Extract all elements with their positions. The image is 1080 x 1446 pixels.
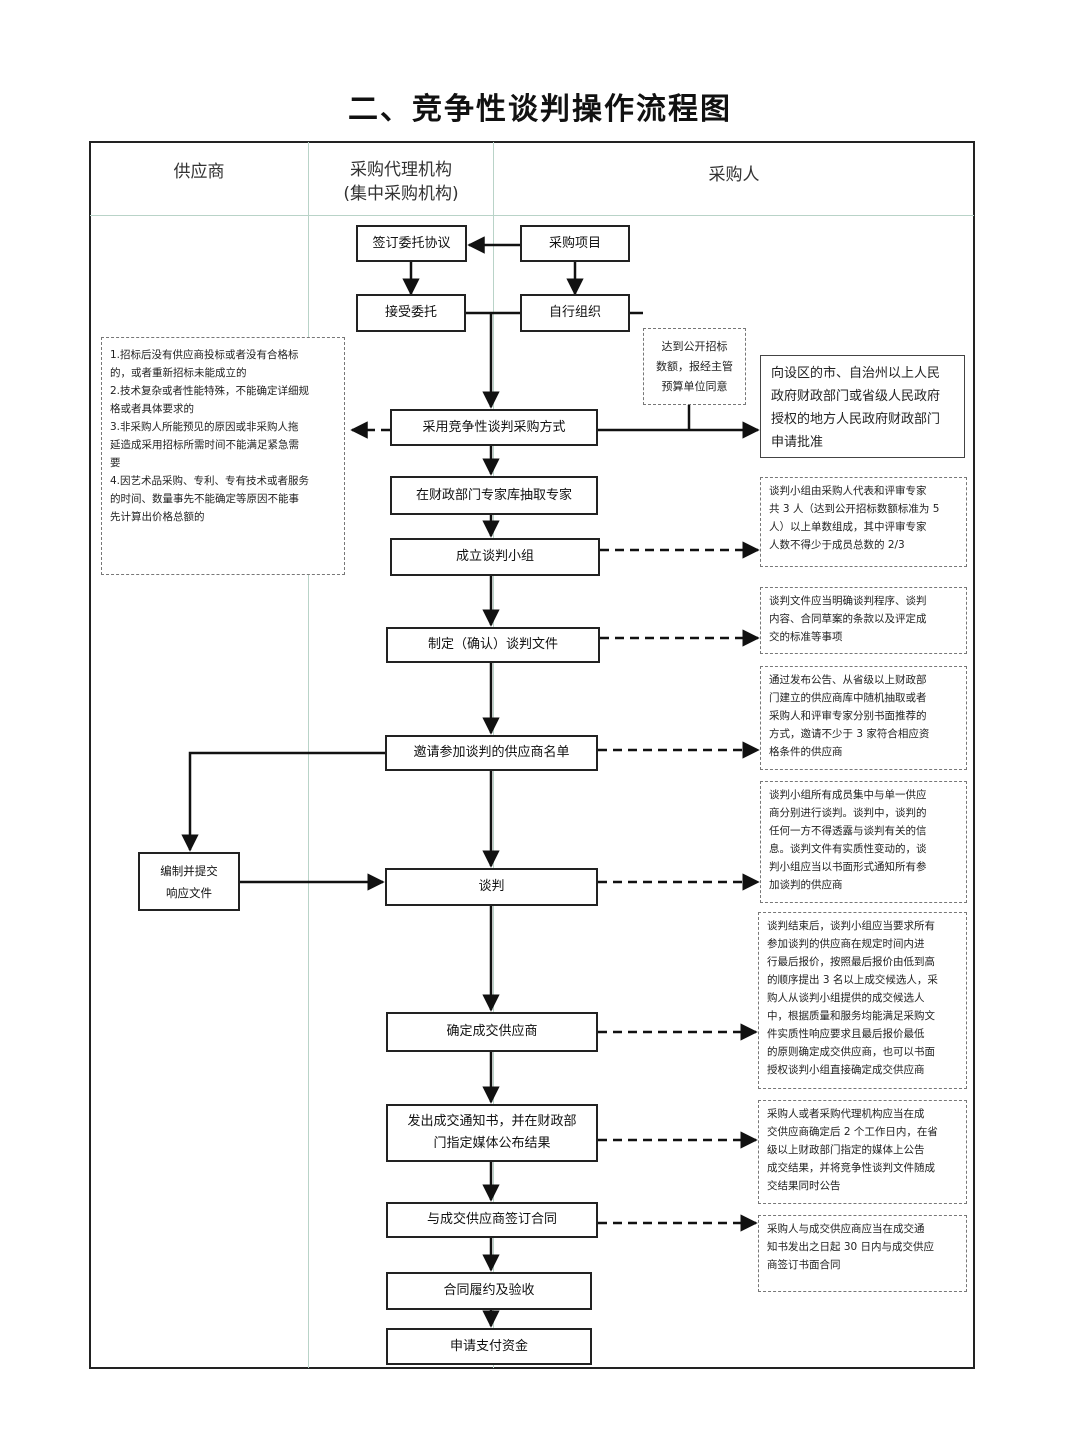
page-title: 二、竞争性谈判操作流程图: [348, 92, 732, 127]
lane-header-agency: 采购代理机构 (集中采购机构): [309, 158, 493, 206]
note-supplier-selection: 通过发布公告、从省级以上财政部 门建立的供应商库中随机抽取或者 采购人和评审专家…: [760, 666, 967, 770]
note-negotiation-rules-line: 商分别进行谈判。谈判中，谈判的: [769, 807, 927, 819]
note-negotiation-rules-line: 判小组应当以书面形式通知所有参: [769, 861, 927, 873]
step-sign-agreement: 签订委托协议: [356, 225, 467, 262]
note-conditions-line: 的时间、数量事先不能确定等原因不能事: [110, 493, 299, 505]
step-adopt-method: 采用竞争性谈判采购方式: [390, 409, 598, 446]
note-supplier-selection-line: 采购人和评审专家分别书面推荐的: [769, 710, 927, 722]
note-supplier-selection-line: 门建立的供应商库中随机抽取或者: [769, 692, 927, 704]
note-announce: 采购人或者采购代理机构应当在成 交供应商确定后 2 个工作日内，在省 级以上财政…: [758, 1100, 967, 1204]
step-perform-accept: 合同履约及验收: [386, 1272, 592, 1310]
lane-header-agency-line1: 采购代理机构: [350, 160, 452, 180]
note-conditions-line: 先计算出价格总额的: [110, 511, 205, 523]
note-negotiation-rules-line: 谈判小组所有成员集中与单一供应: [769, 789, 927, 801]
note-final-quote: 谈判结束后，谈判小组应当要求所有 参加谈判的供应商在规定时间内进 行最后报价，按…: [758, 912, 967, 1089]
step-apply-payment: 申请支付资金: [386, 1328, 592, 1365]
note-doc-content-line: 内容、合同草案的条款以及评定成: [769, 613, 927, 625]
header-divider: [90, 215, 974, 216]
step-prepare-docs: 制定（确认）谈判文件: [386, 627, 600, 663]
lane-divider-1: [308, 142, 309, 1368]
note-announce-line: 交供应商确定后 2 个工作日内，在省: [767, 1126, 938, 1138]
note-announce-line: 成交结果，并将竞争性谈判文件随成: [767, 1162, 935, 1174]
lane-header-agency-line2: (集中采购机构): [343, 184, 459, 204]
step-compile-response-line1: 编制并提交: [160, 863, 218, 878]
step-issue-notice-line2: 门指定媒体公布结果: [433, 1136, 551, 1151]
lane-header-supplier: 供应商: [173, 162, 225, 182]
step-compile-response: 编制并提交 响应文件: [138, 852, 240, 911]
note-apply-approval-line: 申请批准: [771, 435, 824, 450]
step-form-team: 成立谈判小组: [390, 538, 600, 576]
step-compile-response-line2: 响应文件: [166, 885, 212, 900]
note-team-composition-line: 人数不得少于成员总数的 2/3: [769, 539, 905, 551]
note-doc-content: 谈判文件应当明确谈判程序、谈判 内容、合同草案的条款以及评定成 交的标准等事项: [760, 587, 967, 654]
note-threshold-line: 达到公开招标: [661, 339, 728, 353]
note-final-quote-line: 参加谈判的供应商在规定时间内进: [767, 938, 925, 950]
note-announce-line: 级以上财政部门指定的媒体上公告: [767, 1144, 925, 1156]
step-procurement-project: 采购项目: [520, 225, 630, 262]
note-conditions-line: 格或者具体要求的: [110, 403, 194, 415]
flowchart-frame: [89, 141, 975, 1369]
note-contract-deadline: 采购人与成交供应商应当在成交通 知书发出之日起 30 日内与成交供应 商签订书面…: [758, 1215, 967, 1292]
note-apply-approval: 向设区的市、自治州以上人民 政府财政部门或省级人民政府 授权的地方人民政府财政部…: [760, 355, 965, 458]
note-doc-content-line: 交的标准等事项: [769, 631, 843, 643]
step-issue-notice: 发出成交通知书，并在财政部 门指定媒体公布结果: [386, 1104, 598, 1162]
note-conditions-line: 2.技术复杂或者性能特殊，不能确定详细规: [110, 385, 310, 397]
step-issue-notice-line1: 发出成交通知书，并在财政部: [407, 1114, 577, 1129]
note-final-quote-line: 行最后报价，按照最后报价由低到高: [767, 956, 935, 968]
note-team-composition: 谈判小组由采购人代表和评审专家 共 3 人（达到公开招标数额标准为 5 人）以上…: [760, 477, 967, 567]
note-final-quote-line: 购人从谈判小组提供的成交候选人: [767, 992, 925, 1004]
note-negotiation-rules-line: 息。谈判文件有实质性变动的，谈: [769, 843, 927, 855]
note-conditions-line: 延造成采用招标所需时间不能满足紧急需: [110, 439, 299, 451]
note-final-quote-line: 中，根据质量和服务均能满足采购文: [767, 1010, 935, 1022]
note-final-quote-line: 件实质性响应要求且最后报价最低: [767, 1028, 925, 1040]
note-threshold-line: 预算单位同意: [661, 379, 728, 393]
note-contract-deadline-line: 知书发出之日起 30 日内与成交供应: [767, 1241, 935, 1253]
note-negotiation-rules-line: 任何一方不得透露与谈判有关的信: [769, 825, 927, 837]
note-team-composition-line: 人）以上单数组成，其中评审专家: [769, 521, 927, 533]
note-apply-approval-line: 政府财政部门或省级人民政府: [771, 389, 941, 404]
note-announce-line: 交结果同时公告: [767, 1180, 841, 1192]
note-supplier-selection-line: 方式，邀请不少于 3 家符合相应资: [769, 728, 930, 740]
note-negotiation-rules-line: 加谈判的供应商: [769, 879, 843, 891]
note-team-composition-line: 共 3 人（达到公开招标数额标准为 5: [769, 503, 940, 515]
note-final-quote-line: 的顺序提出 3 名以上成交候选人，采: [767, 974, 938, 986]
step-sign-contract: 与成交供应商签订合同: [386, 1202, 598, 1238]
note-apply-approval-line: 向设区的市、自治州以上人民: [771, 366, 941, 381]
step-negotiate: 谈判: [385, 868, 598, 906]
note-conditions-line: 4.因艺术品采购、专利、专有技术或者服务: [110, 475, 310, 487]
step-self-organize: 自行组织: [520, 294, 630, 332]
note-threshold: 达到公开招标 数额，报经主管 预算单位同意: [643, 328, 746, 405]
note-team-composition-line: 谈判小组由采购人代表和评审专家: [769, 485, 927, 497]
note-contract-deadline-line: 商签订书面合同: [767, 1259, 841, 1271]
note-conditions-line: 3.非采购人所能预见的原因或非采购人拖: [110, 421, 299, 433]
arrow-invite-to-compile: [181, 751, 385, 852]
step-accept-entrust: 接受委托: [356, 294, 466, 332]
step-invite-list: 邀请参加谈判的供应商名单: [385, 735, 598, 771]
note-threshold-line: 数额，报经主管: [656, 359, 733, 373]
note-conditions-line: 的，或者重新招标未能成立的: [110, 367, 247, 379]
note-final-quote-line: 授权谈判小组直接确定成交供应商: [767, 1064, 925, 1076]
lane-header-purchaser: 采购人: [708, 165, 760, 185]
note-negotiation-rules: 谈判小组所有成员集中与单一供应 商分别进行谈判。谈判中，谈判的 任何一方不得透露…: [760, 781, 967, 903]
step-draw-experts: 在财政部门专家库抽取专家: [390, 476, 598, 515]
note-final-quote-line: 的原则确定成交供应商，也可以书面: [767, 1046, 935, 1058]
note-final-quote-line: 谈判结束后，谈判小组应当要求所有: [767, 920, 935, 932]
note-apply-approval-line: 授权的地方人民政府财政部门: [771, 412, 941, 427]
note-announce-line: 采购人或者采购代理机构应当在成: [767, 1108, 925, 1120]
note-conditions-line: 1.招标后没有供应商投标或者没有合格标: [110, 349, 299, 361]
note-contract-deadline-line: 采购人与成交供应商应当在成交通: [767, 1223, 925, 1235]
note-doc-content-line: 谈判文件应当明确谈判程序、谈判: [769, 595, 927, 607]
step-determine-supplier: 确定成交供应商: [386, 1012, 598, 1052]
note-supplier-selection-line: 通过发布公告、从省级以上财政部: [769, 674, 927, 686]
note-conditions-line: 要: [110, 457, 121, 469]
note-conditions: 1.招标后没有供应商投标或者没有合格标 的，或者重新招标未能成立的 2.技术复杂…: [101, 337, 345, 575]
note-supplier-selection-line: 格条件的供应商: [769, 746, 843, 758]
